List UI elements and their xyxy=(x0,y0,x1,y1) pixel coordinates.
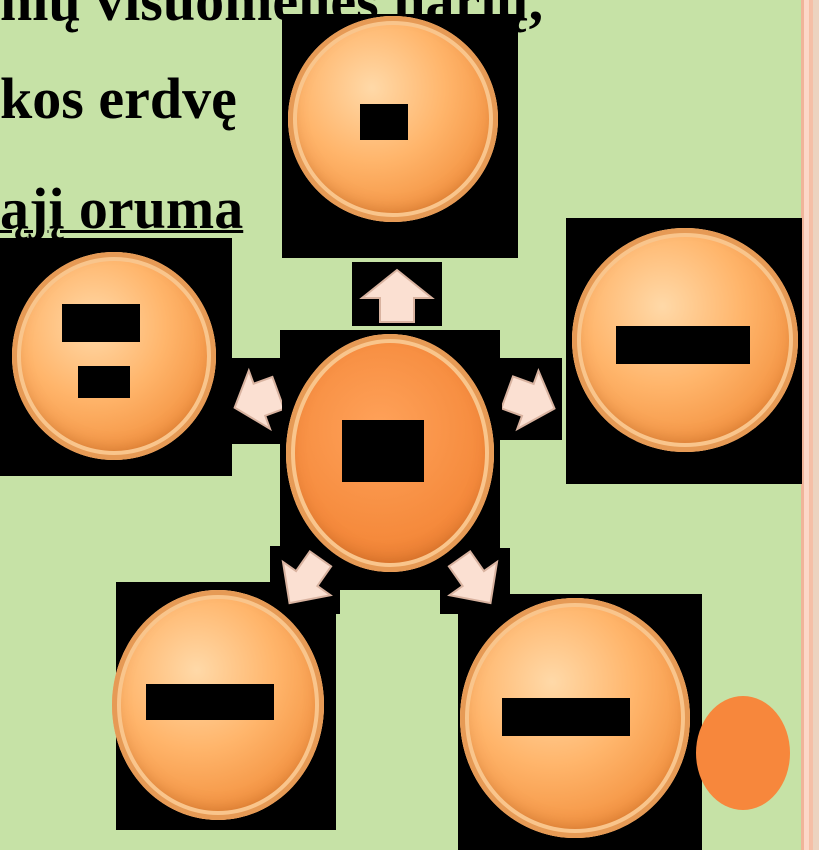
diagram-node-left[interactable] xyxy=(12,252,216,460)
node-label-right xyxy=(616,326,750,364)
node-label-bottom-right xyxy=(502,698,630,736)
node-label-center xyxy=(342,420,424,482)
arrow-up-icon xyxy=(358,268,436,324)
node-label-left-a xyxy=(62,304,140,342)
arrow-right-icon xyxy=(502,362,560,438)
node-label-bottom-left xyxy=(146,684,274,720)
text-line-3: ąjį oruma xyxy=(0,180,243,238)
text-line-2: kos erdvę xyxy=(0,70,237,128)
decorative-circle xyxy=(696,696,790,810)
arrow-down-right-icon xyxy=(442,550,508,612)
arrow-down-left-icon xyxy=(272,548,338,612)
node-label-left-b xyxy=(78,366,130,398)
node-label-top xyxy=(360,104,408,140)
arrow-left-icon xyxy=(230,366,282,438)
